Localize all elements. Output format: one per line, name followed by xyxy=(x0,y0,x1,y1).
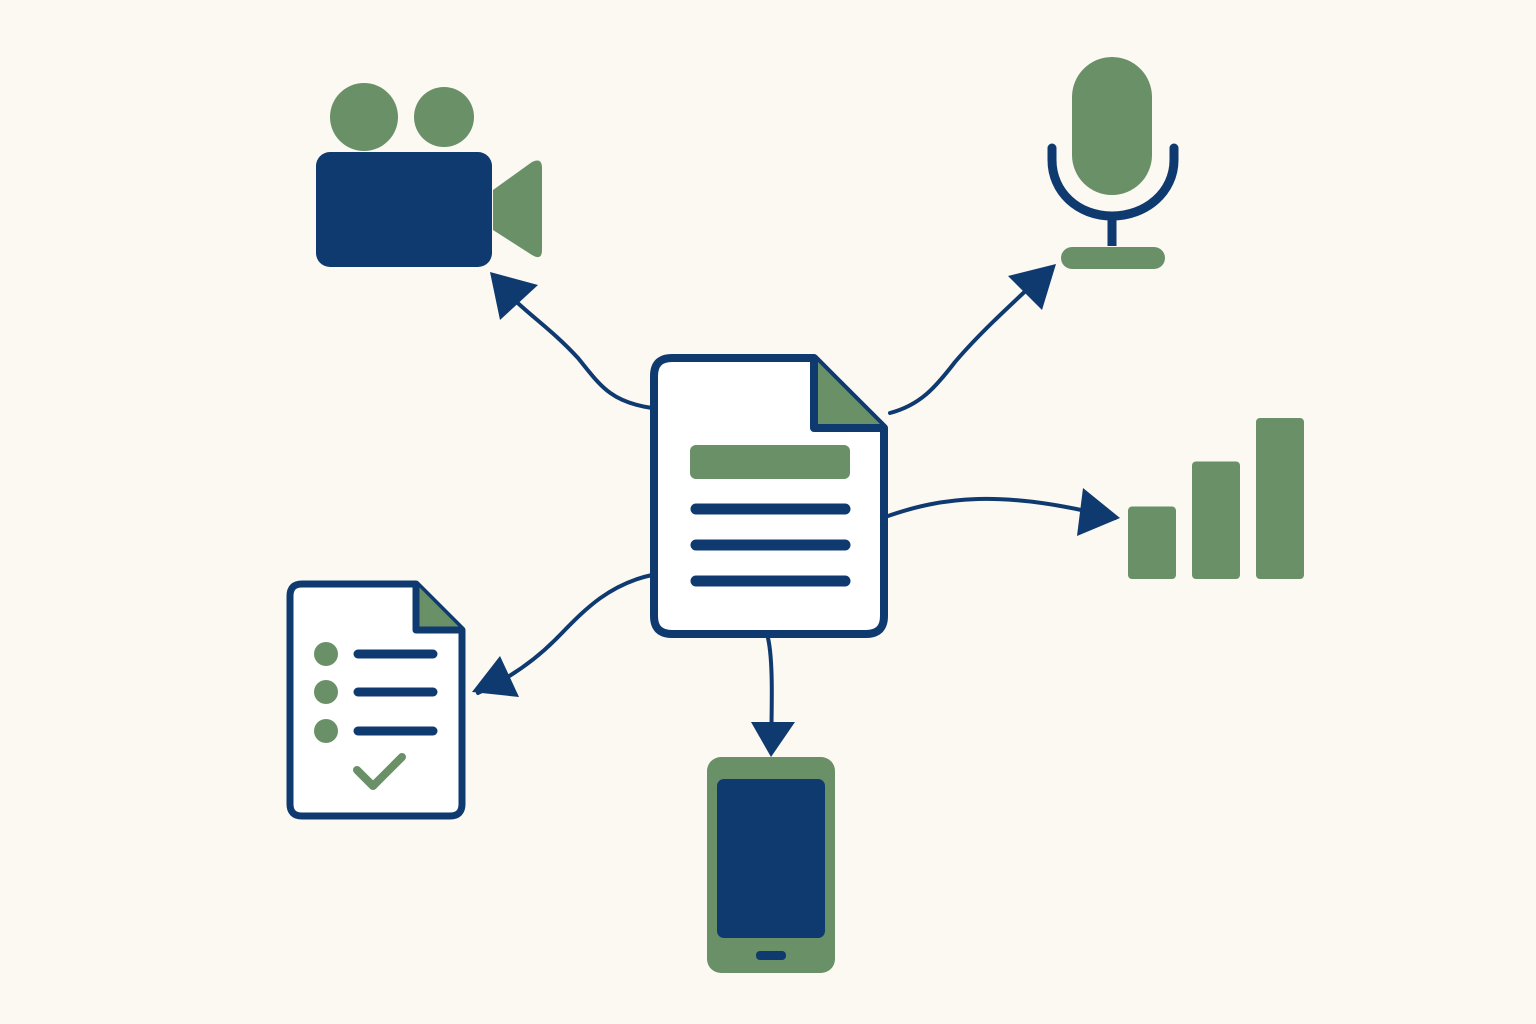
document-heading-bar xyxy=(690,445,850,479)
document-text-lines xyxy=(690,503,851,587)
checklist-fold-corner xyxy=(416,584,462,630)
camera-reel-right xyxy=(414,87,474,147)
checklist-bullet xyxy=(314,680,338,704)
microphone-capsule xyxy=(1072,57,1152,195)
arrowhead-to-checklist-summary xyxy=(472,656,519,697)
arrowhead-to-data-analytics xyxy=(1077,488,1120,536)
microphone-base xyxy=(1061,247,1165,269)
document-fold-line xyxy=(810,358,884,432)
phone-home-button xyxy=(756,951,786,960)
check-mark-icon xyxy=(353,753,406,790)
bar-chart-bar xyxy=(1256,418,1304,579)
arrowhead-to-mobile xyxy=(751,722,795,757)
bar-chart-bar xyxy=(1192,461,1240,579)
bar-chart-icon xyxy=(1128,418,1304,579)
smartphone-icon xyxy=(707,757,835,973)
bar-chart-bar xyxy=(1128,506,1176,579)
checklist-lines xyxy=(353,649,438,736)
arrowhead-to-video xyxy=(490,272,538,320)
checklist-bullet xyxy=(314,642,338,666)
arrowheads xyxy=(472,264,1120,757)
edge-to-audio xyxy=(888,268,1050,415)
arrowhead-to-audio xyxy=(1008,264,1056,310)
checklist-document-body xyxy=(286,580,466,820)
document-fold-corner xyxy=(814,358,884,428)
video-camera-icon xyxy=(316,83,542,267)
checklist-bullet xyxy=(314,719,338,743)
checklist-fold-line xyxy=(412,584,462,634)
checklist-document-icon xyxy=(286,580,466,820)
camera-lens xyxy=(493,160,542,258)
microphone-icon xyxy=(1047,57,1179,269)
camera-body xyxy=(316,152,492,267)
phone-screen xyxy=(717,779,825,938)
edge-to-data-analytics xyxy=(886,496,1117,520)
document-icon xyxy=(650,354,888,638)
camera-reel-left xyxy=(330,83,398,151)
